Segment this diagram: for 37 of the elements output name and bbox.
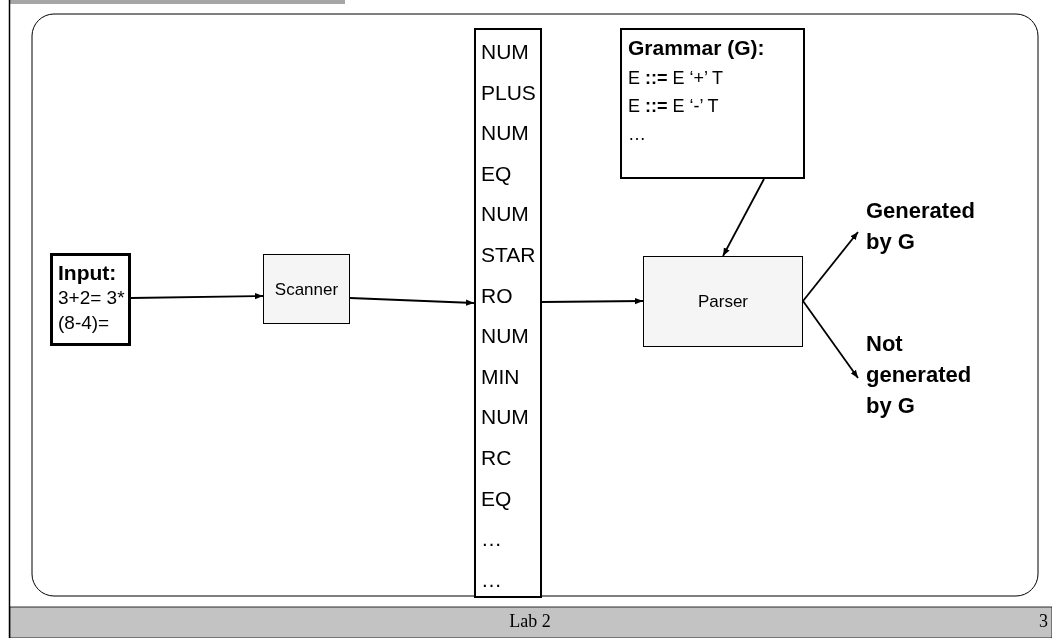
arrow	[802, 231, 859, 302]
token-text: NUM	[481, 323, 530, 350]
process-box	[263, 254, 350, 324]
node-label: 3+2= 3*(8-4)=	[58, 286, 126, 335]
input-box	[50, 253, 131, 346]
grammar-box	[620, 28, 805, 179]
token-text: EQ	[481, 160, 513, 187]
grammar-rule: E ::= E ‘+’ T	[628, 67, 725, 90]
page-number: 3	[1038, 611, 1048, 632]
heading: Grammar (G):	[628, 35, 766, 61]
token-text: …	[481, 526, 503, 553]
token-list-box	[474, 28, 542, 598]
token-text: MIN	[481, 363, 521, 390]
process-box	[643, 256, 803, 347]
arrow	[802, 300, 859, 379]
node-label: Parser	[696, 291, 750, 313]
token-text: RC	[481, 444, 513, 471]
result-text: Generated by G	[866, 197, 976, 256]
result-text: Not generated by G	[866, 330, 973, 420]
arrow	[722, 178, 765, 257]
node-label: Scanner	[273, 279, 340, 301]
heading: Input:	[58, 260, 118, 285]
token-text: NUM	[481, 120, 530, 147]
arrow	[541, 297, 644, 305]
token-text: NUM	[481, 201, 530, 228]
footer-text: Lab 2	[508, 611, 552, 632]
token-text: …	[481, 566, 503, 593]
token-text: EQ	[481, 485, 513, 512]
token-text: NUM	[481, 39, 530, 65]
token-text: NUM	[481, 404, 530, 431]
grammar-rule: E ::= E ‘-’ T	[628, 95, 720, 118]
token-text: PLUS	[481, 79, 537, 106]
grammar-rule: …	[628, 123, 647, 146]
token-text: STAR	[481, 241, 537, 268]
arrow	[130, 292, 264, 300]
arrow	[349, 297, 475, 306]
token-text: RO	[481, 282, 514, 309]
